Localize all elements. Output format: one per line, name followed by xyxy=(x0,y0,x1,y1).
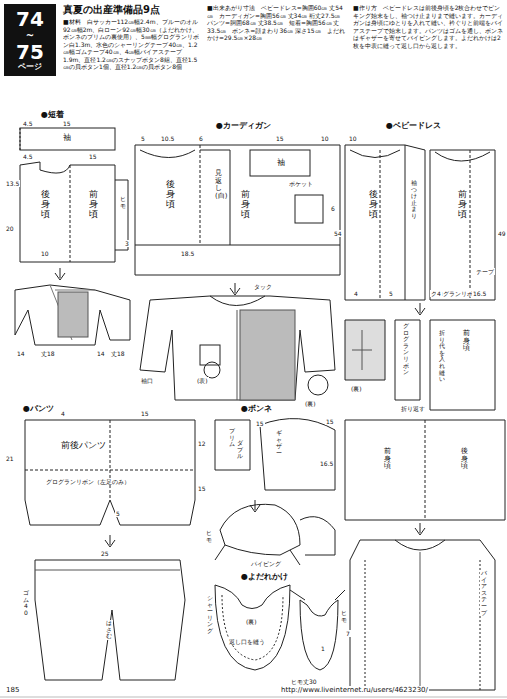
vertical-label: 後身頃 xyxy=(165,180,176,210)
vertical-label: 前身頃 xyxy=(383,448,392,471)
vertical-label: ヒモ xyxy=(205,530,213,543)
pattern-label: 6 xyxy=(330,205,336,212)
vertical-label: 見返し(白) xyxy=(214,170,223,201)
pattern-label: 49 xyxy=(497,230,507,237)
pattern-label: ヒモ丈30 xyxy=(290,678,318,685)
pattern-label: 15 xyxy=(197,485,207,492)
pattern-label: 15 xyxy=(140,410,150,417)
pattern-label: タック xyxy=(253,283,273,290)
vertical-label: シャーリング xyxy=(206,595,214,635)
pattern-label: テープ xyxy=(475,268,495,275)
vertical-label: 袖つけ止まり xyxy=(410,180,418,220)
pattern-label: 真夏の出産準備品9点 xyxy=(62,4,161,16)
pattern-label: (裏) xyxy=(245,618,258,625)
pattern-label: 10 xyxy=(40,250,50,257)
pattern-label: 袖口 xyxy=(140,377,154,384)
vertical-label: ヒモ xyxy=(119,196,127,209)
page-number-box: 74~75ページ xyxy=(4,4,56,76)
pattern-label: 4 xyxy=(436,290,442,297)
pattern-label: 5 xyxy=(388,290,394,297)
pattern-label: 16.5 xyxy=(472,290,487,297)
body-text: ■作り方 ベビードレスは前後身頃を2枚合わせでピンキング始末をし、袖つけ止まりま… xyxy=(352,4,504,49)
vertical-label: 折り代を入れ縫い xyxy=(438,330,446,383)
page-number: ~ xyxy=(8,30,52,41)
pattern-label: 1 xyxy=(320,645,326,652)
pattern-label: 10 xyxy=(348,135,358,142)
pattern-label: 10 xyxy=(320,135,330,142)
pattern-label: ●ベビードレス xyxy=(385,121,442,131)
pattern-label: 4.5 xyxy=(22,153,34,160)
vertical-label: ギャザー xyxy=(275,430,283,456)
vertical-label: ブリム xyxy=(228,428,236,448)
pattern-label: 袖 xyxy=(276,158,286,168)
pattern-label: 15 xyxy=(275,135,285,142)
pattern-label: 3 xyxy=(124,240,130,247)
pattern-label: 15 xyxy=(255,420,265,427)
pattern-label: 袖 xyxy=(62,133,72,143)
pattern-label: 4 xyxy=(353,290,359,297)
vertical-label: バイアステープ xyxy=(480,570,488,616)
pattern-label: 15 xyxy=(325,418,335,425)
pattern-label: 13.5 xyxy=(5,180,20,187)
pattern-label: 185 xyxy=(5,686,20,694)
pattern-label: 5 xyxy=(115,510,121,517)
vertical-label: 後身頃 xyxy=(368,190,379,220)
pattern-label: http://www.liveinternet.ru/users/4623230… xyxy=(280,686,429,694)
vertical-label: ゴム40 xyxy=(22,590,30,616)
body-text: ■材料 白サッカー112㎝幅2.4m、ブルーのオル92㎝幅2m、白ローン92㎝幅… xyxy=(62,18,202,71)
pattern-label: ポケット xyxy=(288,180,314,187)
pattern-label: ●カーディガン xyxy=(215,121,272,131)
vertical-label: 前身頃 xyxy=(462,330,471,353)
vertical-label: 前身頃 xyxy=(240,190,251,220)
pattern-label: 14 xyxy=(96,350,106,357)
body-text: ■出来あがり寸法 ベビードレス=胸囲60㎝ 丈54㎝ カーディガン=胸囲56㎝ … xyxy=(206,4,348,42)
pattern-label: ●ボンネ xyxy=(240,404,273,414)
pattern-label: 6 xyxy=(198,135,204,142)
pattern-label: 15 xyxy=(88,153,98,160)
vertical-label: 後身頃 xyxy=(460,448,469,471)
page-number: ページ xyxy=(8,63,52,72)
pattern-label: パイピング xyxy=(250,560,282,567)
vertical-label: 前身頃 xyxy=(88,190,99,220)
pattern-label: 15 xyxy=(62,120,72,127)
page-number: 75 xyxy=(8,41,52,63)
vertical-label: 前身頃 xyxy=(457,190,468,220)
pattern-label: 4 xyxy=(60,410,66,417)
pattern-label: 丈18 xyxy=(40,350,56,357)
vertical-label: ヒモ xyxy=(340,610,348,623)
pattern-label: 14 xyxy=(16,350,26,357)
pattern-label: 18.5 xyxy=(180,250,195,257)
pattern-label: ●パンツ xyxy=(22,404,55,414)
pattern-label: (裏) xyxy=(304,400,317,407)
vertical-label: グログランリボン xyxy=(402,323,410,376)
vertical-label: はさむ xyxy=(105,620,113,640)
pattern-label: 返し口を縫う xyxy=(228,638,266,645)
pattern-label: (表) xyxy=(196,377,209,384)
pattern-label: 5 xyxy=(140,135,146,142)
pattern-label: 4.5 xyxy=(22,120,34,127)
vertical-label: 後身頃 xyxy=(40,190,51,220)
pattern-label: グログランリボン（左足のみ） xyxy=(45,478,131,485)
pattern-label: 折り返す xyxy=(400,405,426,412)
pattern-label: 前後パンツ xyxy=(60,440,107,451)
pattern-label: 25 xyxy=(100,550,110,557)
pattern-label: 10.5 xyxy=(160,135,175,142)
pattern-label: 丈18 xyxy=(110,350,126,357)
page-number: 74 xyxy=(8,8,52,30)
pattern-label: ●よだれかけ xyxy=(240,572,289,582)
vertical-label: ダブル xyxy=(236,440,244,460)
pattern-label: 54 xyxy=(333,230,343,237)
pattern-label: 7 xyxy=(345,630,351,637)
pattern-label: (裏) xyxy=(350,385,363,392)
pattern-label: 20 xyxy=(5,225,15,232)
pattern-label: 16.5 xyxy=(319,460,334,467)
pattern-label: ●短着 xyxy=(40,110,65,120)
pattern-label: 21 xyxy=(5,455,15,462)
pattern-label: 12 xyxy=(197,440,207,447)
